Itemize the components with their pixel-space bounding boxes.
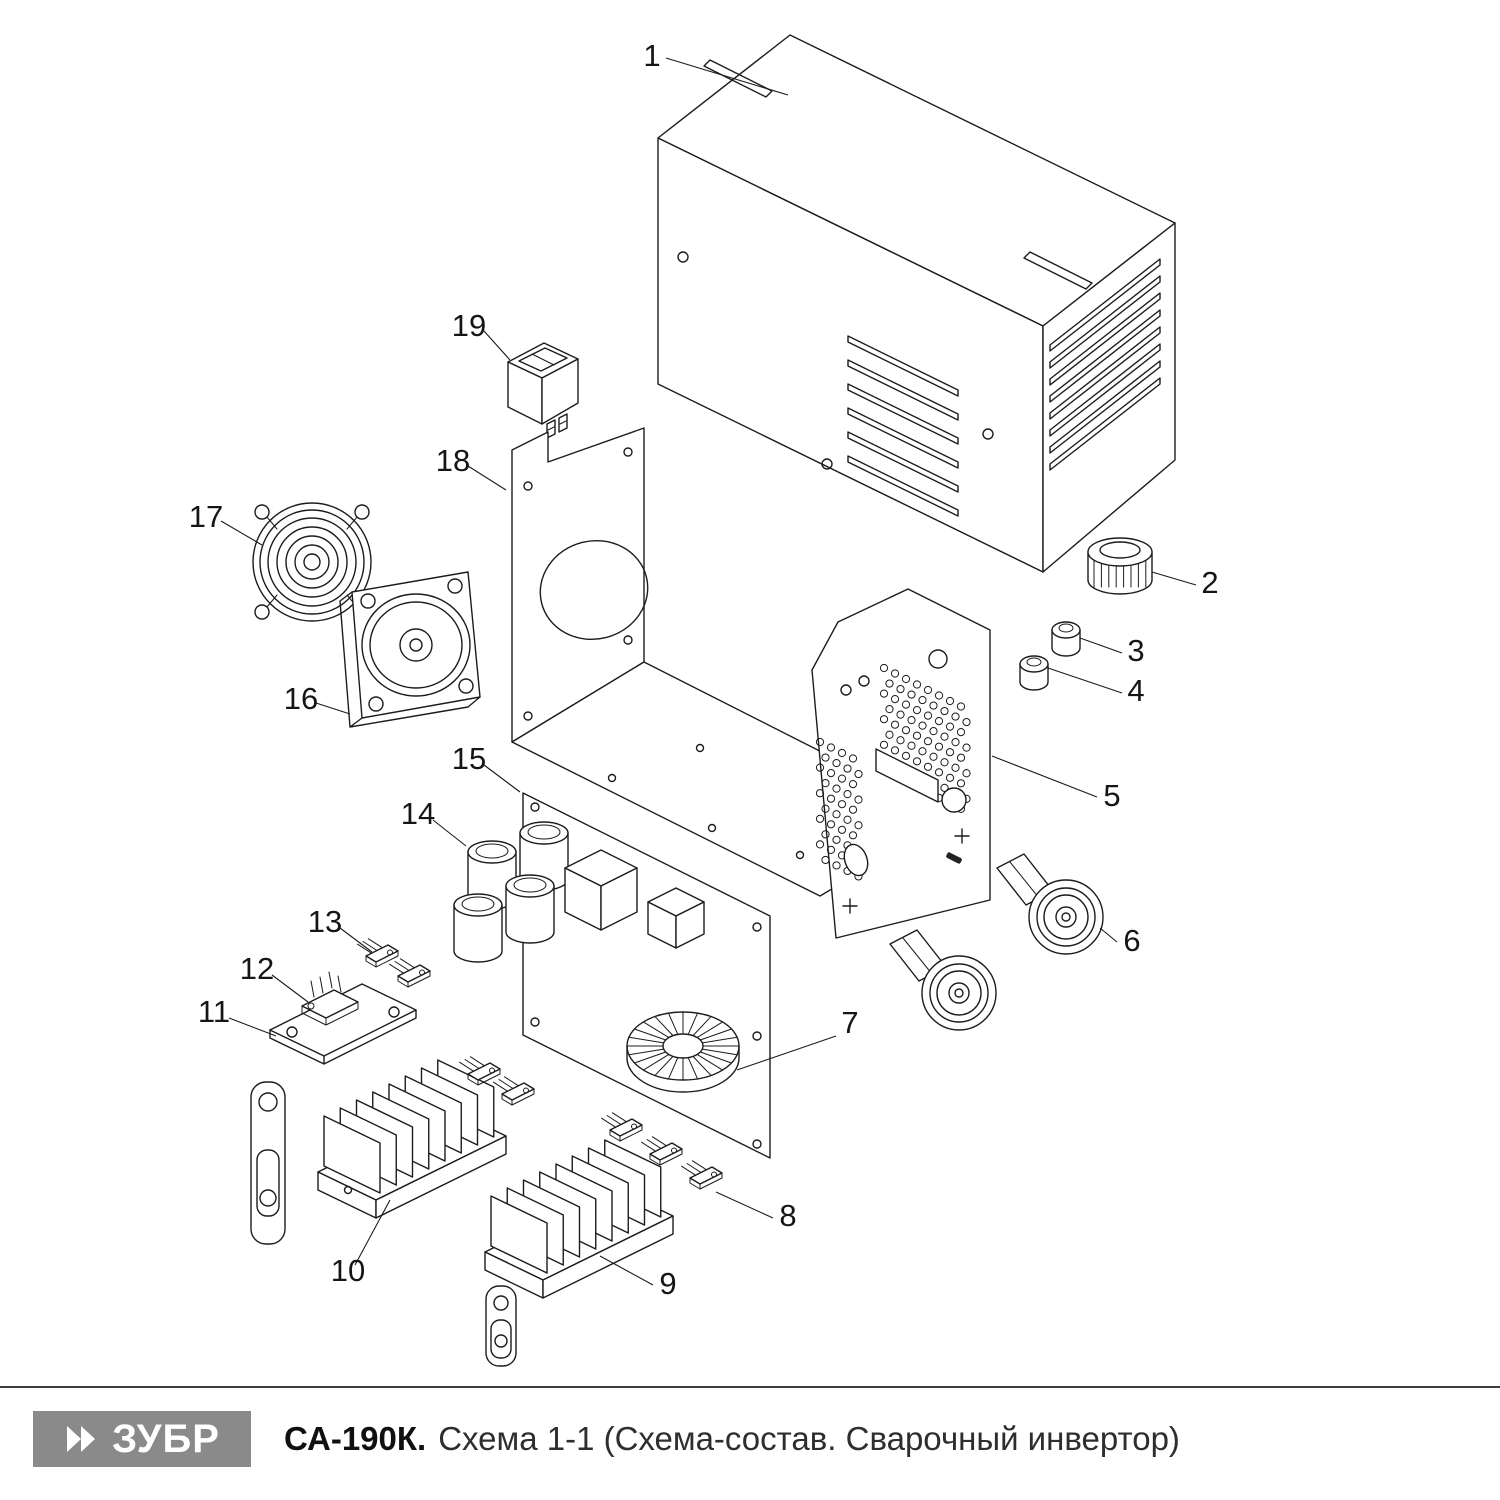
callout-label-10: 10: [331, 1253, 365, 1288]
brand-name: ЗУБР: [112, 1417, 220, 1461]
part-bushing-3: [1051, 621, 1081, 657]
rocker: [518, 347, 568, 372]
callout-label-16: 16: [284, 681, 318, 716]
callout-leader-1: [665, 57, 789, 96]
caption-text: Схема 1-1 (Схема-состав. Сварочный инвер…: [438, 1420, 1180, 1457]
callout-label-5: 5: [1103, 778, 1120, 813]
callout-label-6: 6: [1123, 923, 1140, 958]
footer: ЗУБР СА-190К. Схема 1-1 (Схема-состав. С…: [0, 1386, 1500, 1500]
callout-label-19: 19: [452, 308, 486, 343]
fins: [323, 1059, 495, 1194]
part-heatsink-10: [317, 1059, 507, 1219]
callout-leader-17: [220, 520, 263, 546]
callout-leader-4: [1047, 667, 1123, 694]
callout-leader-9: [599, 1255, 654, 1286]
part-power-switch: [507, 342, 579, 439]
callout-label-12: 12: [240, 951, 274, 986]
part-fan-grille: [252, 502, 372, 622]
callout-leader-8: [715, 1191, 774, 1219]
callout-leader-5: [991, 755, 1098, 798]
callout-leader-14: [432, 819, 467, 847]
callout-label-18: 18: [436, 443, 470, 478]
front-louvers: [847, 335, 959, 517]
callout-leader-3: [1079, 637, 1123, 654]
callout-leader-11: [228, 1017, 277, 1037]
footer-divider: [0, 1386, 1500, 1388]
part-output-sockets: [889, 853, 1104, 1031]
part-toroid-inductor: [626, 1011, 740, 1093]
plus-mark: [842, 898, 858, 914]
part-knob: [1087, 537, 1153, 595]
part-mounting-plate: [250, 983, 417, 1245]
brand-logo: ЗУБР: [33, 1411, 251, 1467]
knob-hole: [941, 787, 967, 813]
top-slot: [1023, 251, 1093, 290]
callout-label-8: 8: [779, 1198, 796, 1233]
callout-leader-12: [271, 974, 309, 1003]
callout-leader-7: [736, 1035, 837, 1071]
part-heatsink-9: [484, 1139, 674, 1367]
display-window: [875, 748, 939, 803]
brand-arrow-icon: [67, 1426, 96, 1452]
windings: [626, 1011, 740, 1081]
callout-label-2: 2: [1201, 565, 1218, 600]
callout-leader-13: [339, 927, 373, 953]
callout-label-3: 3: [1127, 633, 1144, 668]
callout-label-1: 1: [643, 38, 660, 73]
part-bridge-rectifier: [301, 971, 359, 1026]
part-bushing-4: [1019, 655, 1049, 691]
callout-label-13: 13: [308, 904, 342, 939]
callout-leader-16: [315, 702, 351, 715]
part-front-panel: [811, 588, 991, 939]
fan-hole: [539, 539, 649, 641]
callout-leader-10: [354, 1199, 391, 1266]
label-mark: [946, 852, 962, 864]
side-louvers: [1049, 258, 1161, 471]
callout-label-15: 15: [452, 741, 486, 776]
callout-label-17: 17: [189, 499, 223, 534]
callout-label-7: 7: [841, 1005, 858, 1040]
plus-mark: [954, 828, 970, 844]
diagram-caption: СА-190К. Схема 1-1 (Схема-состав. Свароч…: [284, 1411, 1180, 1467]
part-relay-blocks: [564, 849, 705, 949]
callout-leader-18: [467, 465, 507, 491]
part-top-cover: [657, 34, 1176, 573]
callout-label-11: 11: [198, 994, 230, 1029]
model-number: СА-190К.: [284, 1420, 427, 1457]
callout-leader-15: [483, 764, 521, 793]
part-fan: [339, 571, 481, 728]
fins: [490, 1139, 662, 1274]
callout-label-14: 14: [401, 796, 435, 831]
handle-slot: [703, 59, 773, 98]
callout-label-9: 9: [659, 1266, 676, 1301]
callout-leader-6: [1099, 927, 1118, 943]
callout-leader-2: [1151, 571, 1197, 586]
callout-label-4: 4: [1127, 673, 1144, 708]
part-capacitors: [453, 821, 569, 963]
callout-leader-19: [483, 330, 511, 361]
